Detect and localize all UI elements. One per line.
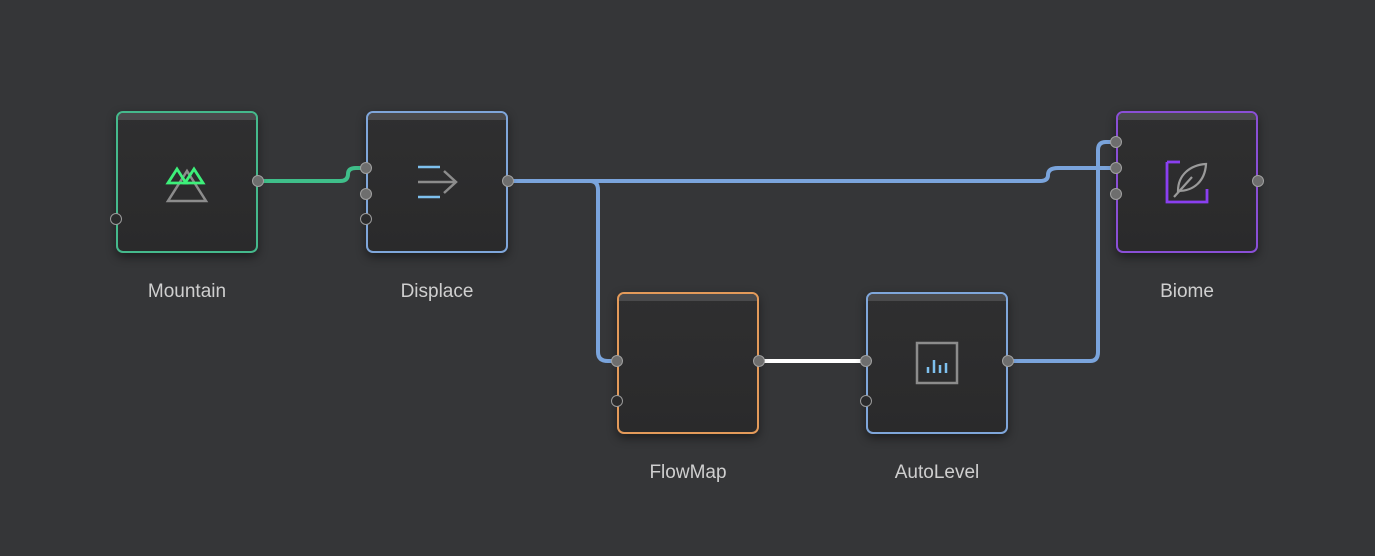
wire-autolevel-to-biome[interactable] [1009,140,1117,363]
mountain-label: Mountain [147,281,227,302]
displace-output-port[interactable] [502,175,514,187]
biome-node[interactable] [1116,111,1258,253]
autolevel-input-port-2[interactable] [860,395,872,407]
leaf-icon [1165,160,1209,204]
mountain-output-port[interactable] [252,175,264,187]
mountain-icon [165,166,209,203]
flowmap-input-port-1[interactable] [611,355,623,367]
flowmap-output-port[interactable] [753,355,765,367]
autolevel-input-port-1[interactable] [860,355,872,367]
displace-node[interactable] [366,111,508,253]
displace-input-port-3[interactable] [360,213,372,225]
biome-input-port-3[interactable] [1110,188,1122,200]
biome-label: Biome [1160,281,1214,302]
biome-output-port[interactable] [1252,175,1264,187]
autolevel-output-port[interactable] [1002,355,1014,367]
biome-input-port-1[interactable] [1110,136,1122,148]
displace-input-port-2[interactable] [360,188,372,200]
displace-arrow-icon [418,165,458,199]
displace-label: Displace [400,281,474,302]
mountain-input-port[interactable] [110,213,122,225]
autolevel-label: AutoLevel [894,462,980,483]
autolevel-node[interactable] [866,292,1008,434]
flowmap-node[interactable] [617,292,759,434]
flowmap-label: FlowMap [649,462,727,483]
wire-mountain-to-displace[interactable] [258,166,366,183]
displace-input-port-1[interactable] [360,162,372,174]
wire-displace-to-biome[interactable] [508,166,1117,183]
histogram-icon [915,341,959,385]
mountain-node[interactable] [116,111,258,253]
wire-displace-to-flowmap[interactable] [589,179,618,363]
biome-input-port-2[interactable] [1110,162,1122,174]
flowmap-input-port-2[interactable] [611,395,623,407]
